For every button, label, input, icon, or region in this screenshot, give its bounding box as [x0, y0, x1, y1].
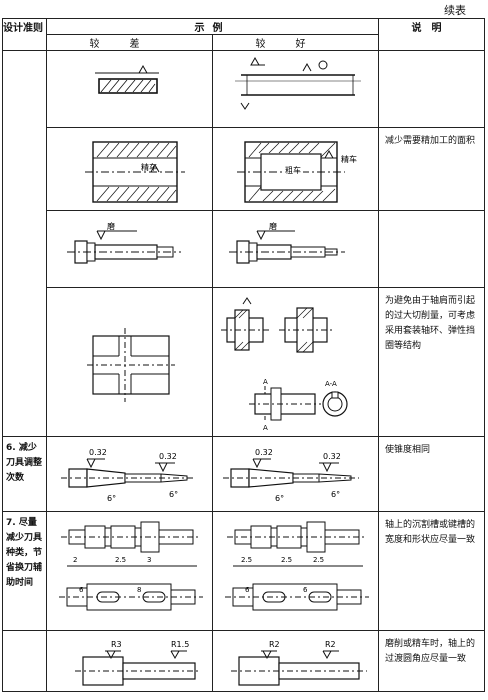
better-drawing-sleeve: 粗车 精车 — [212, 127, 379, 211]
finish-turn-label: 精车 — [141, 162, 157, 172]
header-worse: 较差 — [46, 34, 213, 51]
worse-drawing-grooves: 2 2.5 3 6 8 — [46, 511, 213, 631]
header-rule: 设计准则 — [2, 18, 47, 51]
dim-6-b: 6 — [303, 586, 308, 594]
note-cell: 为避免由于轴肩而引起的过大切削量，可考虑采用套装轴环、弹性挡圈等结构 — [378, 287, 485, 437]
note-cell: 轴上的沉割槽或键槽的宽度和形状应尽量一致 — [378, 511, 485, 631]
grind-label: 磨 — [107, 221, 115, 231]
note-cell: 减少需要精加工的面积 — [378, 127, 485, 211]
worse-drawing-shoulder — [46, 287, 213, 437]
note-cell: 磨削或精车时，轴上的过渡圆角应尽量一致 — [378, 630, 485, 692]
dim-2: 2 — [73, 556, 77, 564]
angle-label-1: 6° — [107, 494, 116, 503]
note-cell — [378, 50, 485, 128]
worse-drawing-taper: 0.32 0.32 6° 6° — [46, 436, 213, 512]
roughness-label-3: 0.32 — [255, 448, 273, 457]
roughness-label-1: 0.32 — [89, 448, 107, 457]
dim-6: 6 — [79, 586, 84, 594]
section-a-top: A — [263, 378, 268, 386]
radius-r2-b: R2 — [325, 640, 336, 649]
grind-label-2: 磨 — [269, 221, 277, 231]
roughness-label-2: 0.32 — [159, 452, 177, 461]
better-drawing-shoulder: A A A-A — [212, 287, 379, 437]
radius-r2-a: R2 — [269, 640, 280, 649]
better-drawing-grooves: 2.5 2.5 2.5 6 6 — [212, 511, 379, 631]
worse-drawing-plate — [46, 50, 213, 128]
header-better: 较好 — [212, 34, 379, 51]
rule-cell — [2, 630, 47, 692]
roughness-label-4: 0.32 — [323, 452, 341, 461]
dim-25-a: 2.5 — [241, 556, 252, 564]
better-drawing-shaft-grind: 磨 — [212, 210, 379, 288]
note-cell: 使锥度相同 — [378, 436, 485, 512]
dim-8: 8 — [137, 586, 141, 594]
angle-label-4: 6° — [331, 490, 340, 499]
dim-3: 3 — [147, 556, 151, 564]
radius-r15: R1.5 — [171, 640, 189, 649]
continued-label: 续表 — [444, 4, 466, 17]
better-drawing-plate — [212, 50, 379, 128]
rule-cell — [2, 50, 47, 437]
worse-drawing-fillets: R3 R1.5 — [46, 630, 213, 692]
finish-turn-label-2: 精车 — [341, 154, 357, 164]
angle-label-3: 6° — [275, 494, 284, 503]
better-drawing-fillets: R2 R2 — [212, 630, 379, 692]
dim-25-c: 2.5 — [313, 556, 324, 564]
rule-cell: 6. 减少刀具调整次数 — [2, 436, 47, 512]
header-note: 说明 — [378, 18, 485, 51]
header-example: 示例 — [46, 18, 379, 35]
rough-turn-label: 粗车 — [285, 165, 301, 175]
rule-cell: 7. 尽量减少刀具种类，节省换刀辅助时间 — [2, 511, 47, 631]
worse-drawing-shaft-grind: 磨 — [46, 210, 213, 288]
dim-25: 2.5 — [115, 556, 126, 564]
dim-25-b: 2.5 — [281, 556, 292, 564]
section-a-bottom: A — [263, 424, 268, 432]
angle-label-2: 6° — [169, 490, 178, 499]
note-cell — [378, 210, 485, 288]
worse-drawing-sleeve: 精车 — [46, 127, 213, 211]
dim-6-a: 6 — [245, 586, 250, 594]
better-drawing-taper: 0.32 0.32 6° 6° — [212, 436, 379, 512]
radius-r3: R3 — [111, 640, 122, 649]
section-aa-label: A-A — [325, 380, 337, 388]
design-guideline-table: 设计准则 示例 说明 较差 较好 — [2, 18, 485, 692]
